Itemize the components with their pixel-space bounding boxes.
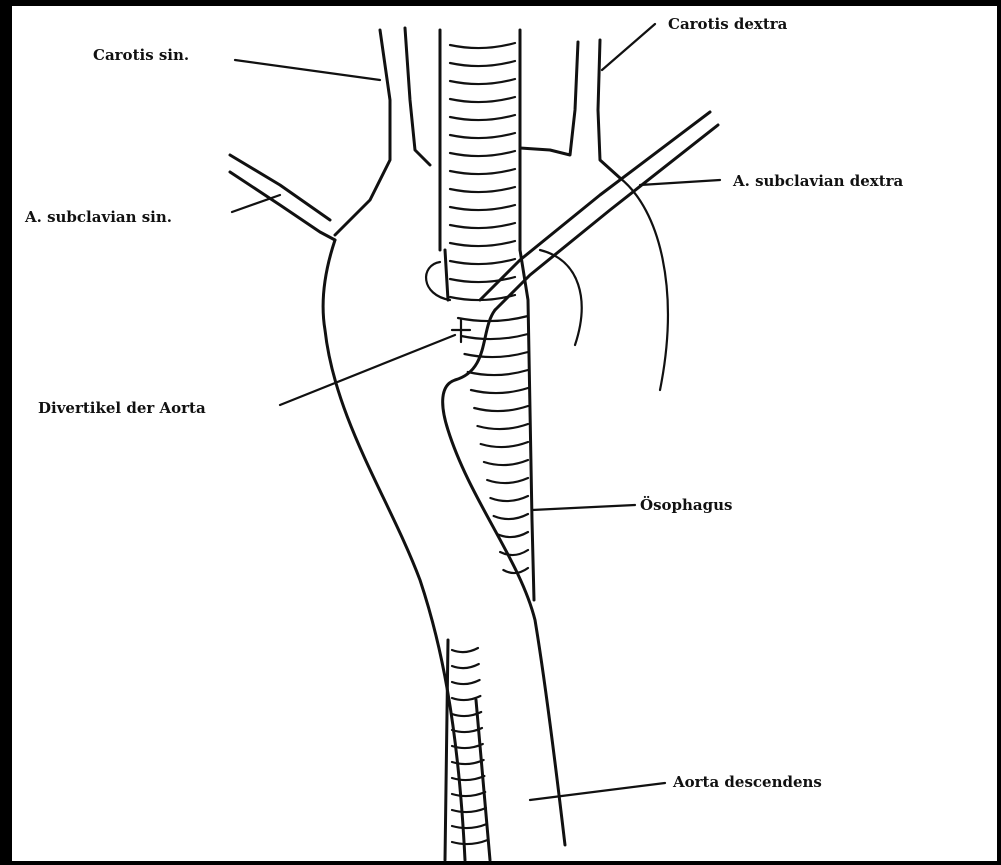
label-oesophagus: Ösophagus [640, 495, 732, 514]
label-subclavian-dextra: A. subclavian dextra [732, 172, 904, 190]
label-divertikel: Divertikel der Aorta [38, 399, 206, 417]
label-carotis-dextra: Carotis dextra [668, 15, 788, 33]
label-carotis-sin: Carotis sin. [93, 46, 189, 64]
label-aorta-descendens: Aorta descendens [672, 773, 822, 791]
drawing-area [12, 6, 997, 861]
label-subclavian-sin: A. subclavian sin. [24, 208, 172, 226]
